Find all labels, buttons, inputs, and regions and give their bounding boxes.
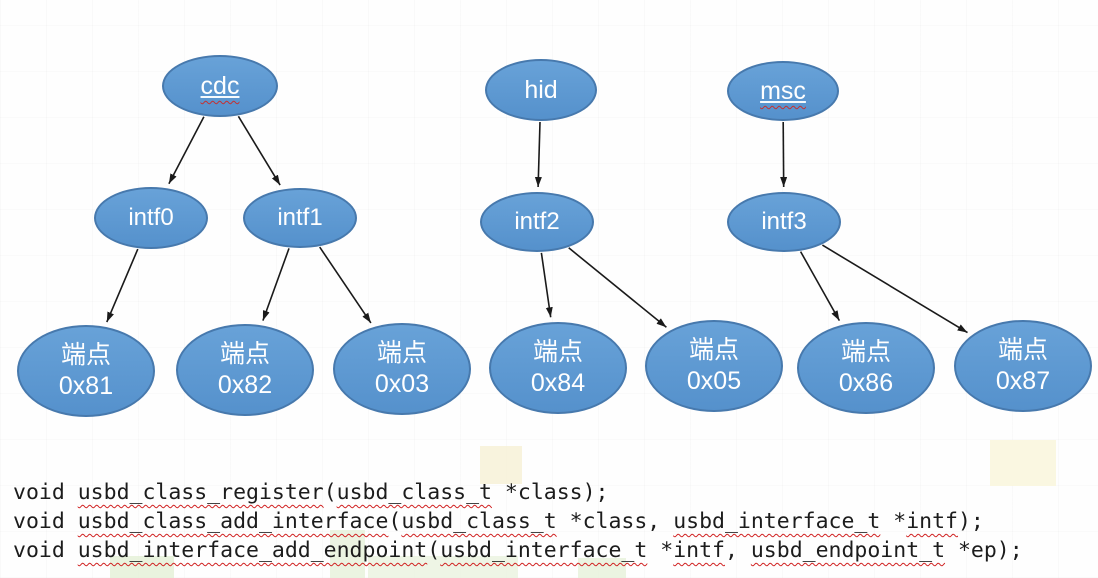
diagram-node-ep05: 端点 0x05 — [645, 320, 783, 412]
node-label: msc — [760, 77, 806, 105]
arrow-msc-to-intf3 — [780, 121, 788, 188]
diagram-node-intf1: intf1 — [243, 188, 357, 248]
code-token: *ep); — [945, 538, 1023, 563]
misspelled-token: usbd_endpoint_t — [750, 538, 946, 563]
node-label: intf1 — [277, 203, 323, 231]
arrow-intf2-to-ep84 — [540, 252, 553, 318]
code-token: ); — [957, 509, 984, 534]
arrow-cdc-to-intf1 — [237, 115, 281, 186]
diagram-node-intf0: intf0 — [94, 187, 208, 249]
diagram-node-ep03: 端点 0x03 — [333, 323, 471, 415]
code-token: ( — [323, 480, 337, 505]
diagram-node-intf2: intf2 — [480, 192, 594, 252]
code-token: ( — [388, 509, 402, 534]
node-label: 端点 — [376, 339, 427, 367]
arrow-intf1-to-ep03 — [319, 246, 372, 324]
diagram-node-intf3: intf3 — [727, 192, 841, 252]
node-sublabel: 0x84 — [530, 369, 586, 397]
diagram-node-cdc: cdc — [162, 55, 278, 117]
node-label: intf2 — [514, 207, 560, 235]
arrow-intf3-to-ep86 — [799, 251, 841, 321]
node-label: hid — [524, 76, 558, 104]
code-token: *class, — [556, 509, 674, 534]
diagram-node-msc: msc — [727, 61, 839, 121]
node-sublabel: 0x82 — [217, 371, 273, 399]
node-label: intf3 — [761, 207, 807, 235]
node-label: 端点 — [688, 336, 739, 364]
misspelled-token: usbd_class_add_interface — [77, 509, 389, 534]
node-sublabel: 0x81 — [58, 372, 114, 400]
diagram-node-hid: hid — [485, 59, 597, 121]
misspelled-token: usbd_interface_t — [440, 538, 648, 563]
misspelled-token: usbd_class_t — [336, 480, 492, 505]
misspelled-token: usbd_interface_t — [673, 509, 881, 534]
node-label: 端点 — [219, 340, 270, 368]
misspelled-token: intf — [673, 538, 725, 563]
node-label: 端点 — [60, 341, 111, 369]
node-sublabel: 0x86 — [838, 369, 894, 397]
code-token: void — [13, 509, 78, 534]
misspelled-token: usbd_class_register — [77, 480, 324, 505]
code-line: void usbd_interface_add_endpoint(usbd_in… — [13, 536, 1023, 565]
misspelled-token: usbd_class_t — [401, 509, 557, 534]
diagram-node-ep86: 端点 0x86 — [797, 322, 935, 414]
code-token: ( — [427, 538, 441, 563]
diagram-node-ep87: 端点 0x87 — [954, 320, 1092, 412]
node-sublabel: 0x03 — [374, 370, 430, 398]
arrow-intf0-to-ep81 — [106, 248, 139, 323]
code-token: * — [647, 538, 674, 563]
misspelled-token: intf — [906, 509, 958, 534]
arrow-hid-to-intf2 — [534, 121, 542, 188]
arrow-intf3-to-ep87 — [821, 244, 968, 334]
diagram-node-ep82: 端点 0x82 — [176, 324, 314, 416]
code-line: void usbd_class_add_interface(usbd_class… — [13, 507, 1023, 536]
node-label: 端点 — [997, 336, 1048, 364]
code-token: *class); — [491, 480, 609, 505]
arrow-cdc-to-intf0 — [168, 116, 205, 185]
code-token: * — [880, 509, 907, 534]
diagram-node-ep81: 端点 0x81 — [17, 325, 155, 417]
node-label: 端点 — [840, 338, 891, 366]
node-label: 端点 — [532, 338, 583, 366]
diagram-node-ep84: 端点 0x84 — [489, 322, 627, 414]
code-token: void — [13, 480, 78, 505]
node-label: cdc — [200, 72, 240, 100]
code-token: , — [724, 538, 751, 563]
arrow-intf1-to-ep82 — [262, 248, 290, 321]
code-snippet: void usbd_class_register(usbd_class_t *c… — [13, 478, 1023, 565]
code-token: void — [13, 538, 78, 563]
node-sublabel: 0x05 — [686, 367, 742, 395]
node-sublabel: 0x87 — [995, 367, 1051, 395]
code-line: void usbd_class_register(usbd_class_t *c… — [13, 478, 1023, 507]
misspelled-token: usbd_interface_add_endpoint — [77, 538, 428, 563]
arrow-intf2-to-ep05 — [568, 247, 667, 328]
node-label: intf0 — [128, 203, 174, 231]
